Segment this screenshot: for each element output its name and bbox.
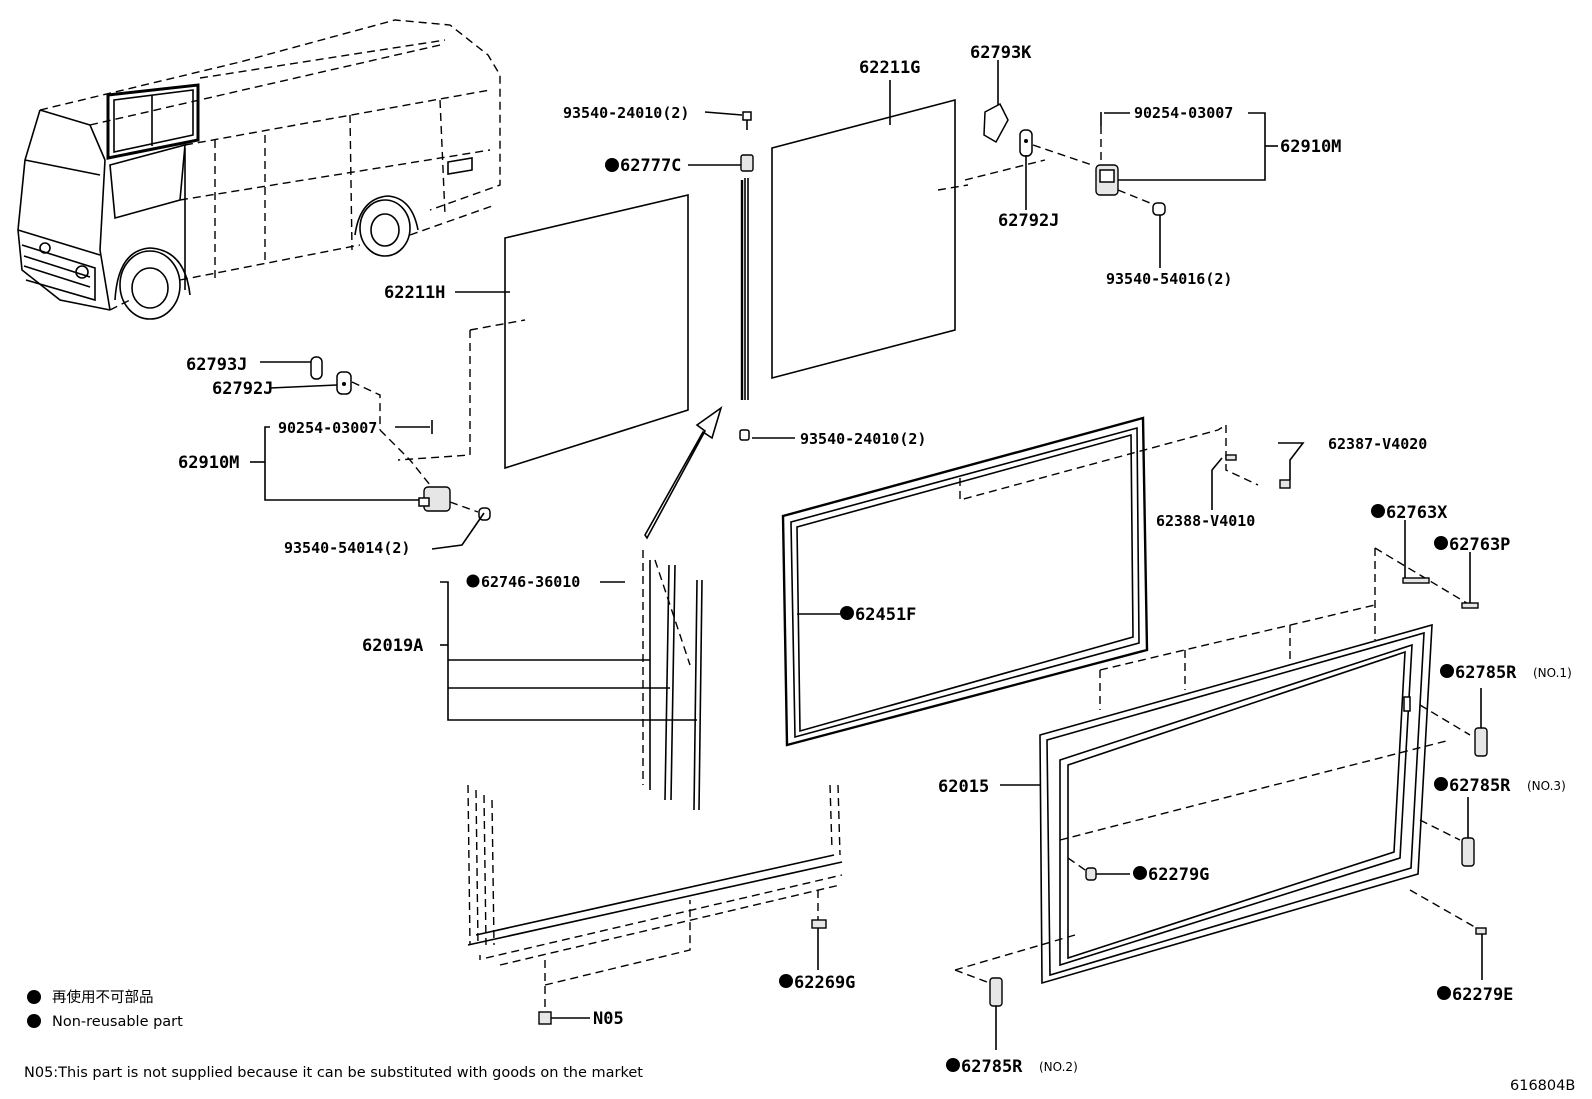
label-62388-V4010: 62388-V4010 [1156,512,1255,530]
label-93540-54016: 93540-54016(2) [1106,270,1232,288]
label-62785R-no3-suffix: (NO.3) [1527,779,1566,793]
legend-bullet-en [27,1014,41,1028]
division-bars-62019A [642,550,703,811]
glass-62211G [771,98,956,380]
label-62793J: 62793J [186,355,247,375]
label-62279G: 62279G [1148,865,1209,885]
glass-62211H [504,193,689,470]
sash-frame-62015 [954,547,1488,1007]
van-illustration [17,19,501,320]
label-62793K: 62793K [970,43,1032,63]
weatherstrip-62451F [781,416,1291,747]
label-62785R-no2-suffix: (NO.2) [1039,1060,1078,1074]
legend-bullet-jp [27,990,41,1004]
latch-right-parts [964,102,1166,216]
label-90254-03007-right: 90254-03007 [1134,104,1233,122]
legend: 再使用不可部品 Non-reusable part [27,989,183,1030]
part-labels: 62211G 62793K 93540-24010(2) 62777C 9025… [178,43,1572,1077]
label-62269G: 62269G [794,973,855,993]
label-90254-03007-left: 90254-03007 [278,419,377,437]
glass-panels [397,98,969,470]
label-62019A: 62019A [362,636,423,656]
label-62777C: 62777C [620,156,681,176]
label-62211H: 62211H [384,283,445,303]
direction-arrow [644,406,723,540]
label-62792J-left: 62792J [212,379,273,399]
label-62451F: 62451F [855,605,916,625]
footnote-N05: N05:This part is not supplied because it… [24,1065,643,1081]
label-62785R-no1-suffix: (NO.1) [1533,666,1572,680]
leader-lines [250,60,1483,1050]
diagram-id: 616804B [1510,1078,1575,1094]
label-62785R-no3: 62785R [1449,776,1511,796]
label-62763X: 62763X [1386,503,1448,523]
label-62015: 62015 [938,777,989,797]
label-93540-54014: 93540-54014(2) [284,539,410,557]
label-62387-V4020: 62387-V4020 [1328,435,1427,453]
legend-jp: 再使用不可部品 [52,989,154,1006]
label-93540-24010-top: 93540-24010(2) [563,104,689,122]
latch-left-parts [310,356,491,521]
label-62746-36010: 62746-36010 [481,573,580,591]
lower-run-channel [467,784,843,1025]
legend-en: Non-reusable part [52,1014,183,1030]
label-62279E: 62279E [1452,985,1513,1005]
label-93540-24010-bottom: 93540-24010(2) [800,430,926,448]
label-62910M-left: 62910M [178,453,239,473]
run-channel-62777C [739,111,754,441]
label-62785R-no2: 62785R [961,1057,1023,1077]
label-62763P: 62763P [1449,535,1510,555]
label-N05: N05 [593,1009,624,1029]
label-62211G: 62211G [859,58,920,78]
non-reusable-mark [605,158,619,172]
label-62792J-right: 62792J [998,211,1059,231]
label-62785R-no1: 62785R [1455,663,1517,683]
label-62910M-right: 62910M [1280,137,1341,157]
